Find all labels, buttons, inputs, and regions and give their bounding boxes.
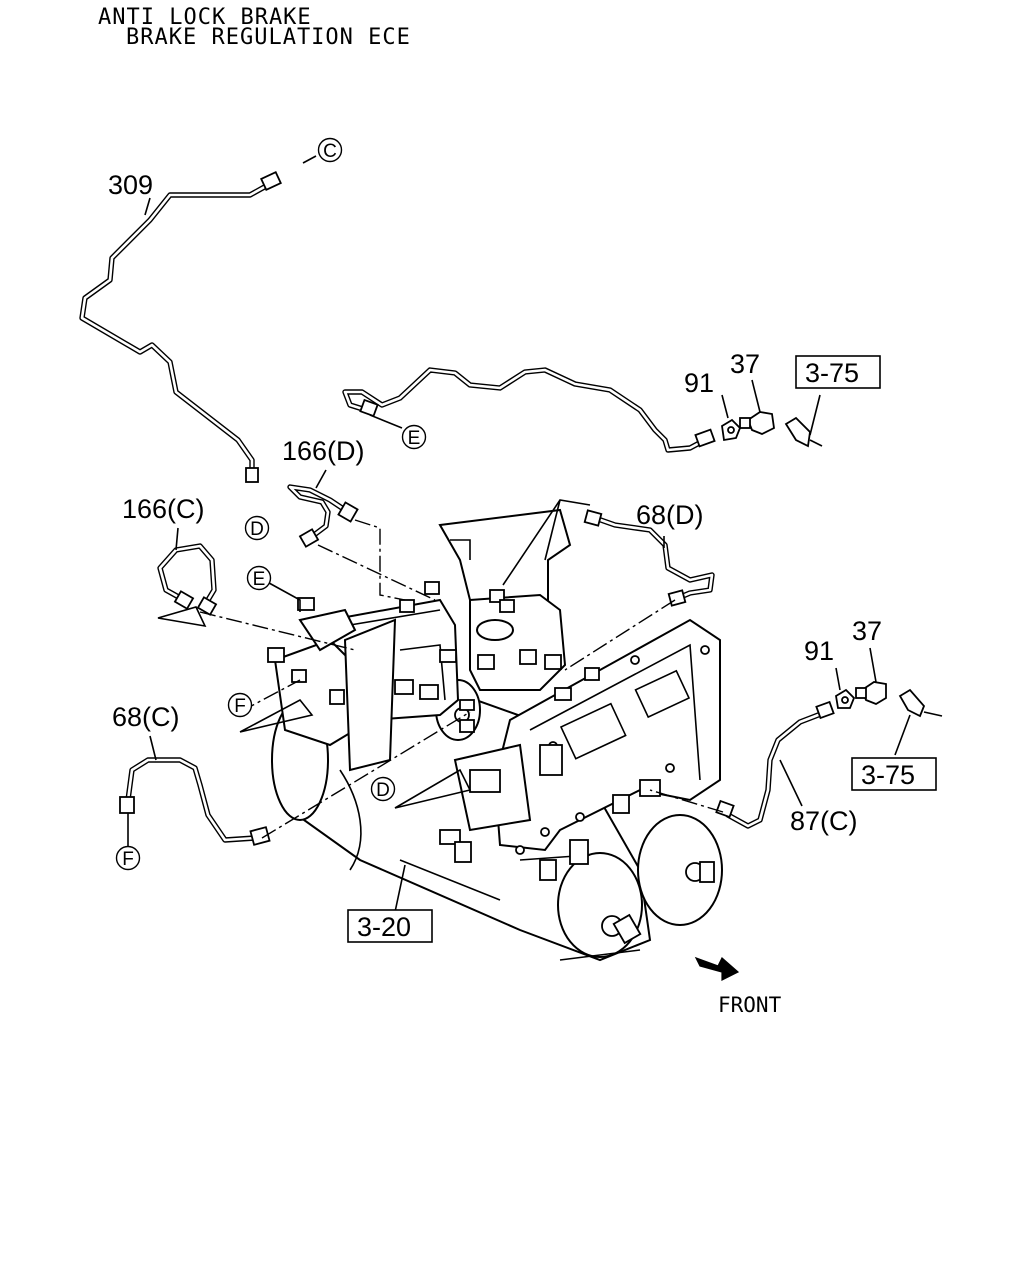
connector-e-top: E [401,424,427,450]
connector-e-mid: E [246,565,272,591]
callout-68c: 68(C) [112,702,180,732]
pipe-87c [715,700,835,829]
pipe-309 [79,170,282,483]
callout-166c: 166(C) [122,494,205,524]
callout-87c: 87(C) [790,806,858,836]
callout-166d: 166(D) [282,436,365,466]
ref-3-75-top-label: 3-75 [805,358,859,388]
front-label: FRONT [718,993,782,1017]
connector-f-mid: F [227,692,253,718]
ref-box-3-20: 3-20 [347,909,433,943]
connector-d-mid: D [370,776,396,802]
ref-box-3-75-right: 3-75 [851,757,937,791]
connector-d-top: D [244,515,270,541]
front-arrow-icon [694,956,740,981]
connector-c-top: C [317,137,343,163]
pipe-e-top [342,367,716,453]
svg-text:E: E [408,428,421,449]
ref-box-3-75-top: 3-75 [795,355,881,389]
pipe-166c [157,543,218,616]
svg-text:F: F [234,696,246,717]
pipe-68c [119,757,271,846]
title-line-2: BRAKE REGULATION ECE [126,25,411,50]
leader-lines [144,155,911,913]
svg-text:E: E [253,569,266,590]
ref-3-20-label: 3-20 [357,912,411,942]
callout-37-right: 37 [852,616,882,646]
svg-text:F: F [122,849,134,870]
connector-f-bottom: F [115,813,141,871]
fitting-91-37-top [721,411,823,448]
svg-text:D: D [250,519,264,540]
callout-91-top: 91 [684,368,714,398]
ref-3-75-right-label: 3-75 [861,760,915,790]
callout-68d: 68(D) [636,500,704,530]
fitting-91-37-right [835,681,943,718]
callout-91-right: 91 [804,636,834,666]
callout-37-top: 37 [730,349,760,379]
svg-text:D: D [376,780,390,801]
pipe-166d [287,484,359,548]
brake-assembly [267,508,723,962]
callout-309: 309 [108,170,153,200]
svg-text:C: C [323,141,337,162]
title-line-1: ANTI LOCK BRAKE [98,5,312,30]
